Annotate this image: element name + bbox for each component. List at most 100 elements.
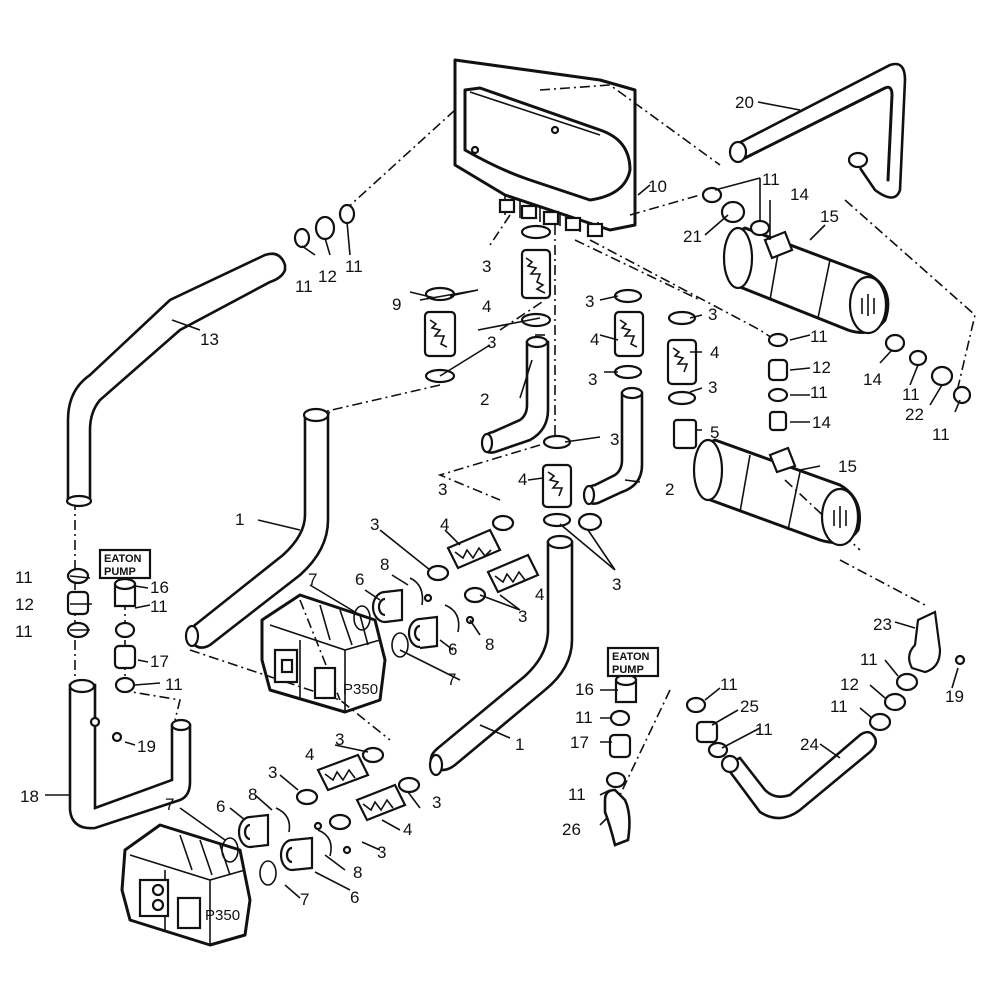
callout-label: 3 (612, 575, 621, 594)
callout-label: 11 (165, 675, 183, 694)
reservoir-tank (453, 58, 637, 238)
callout-label: 8 (353, 863, 362, 882)
callout-label: 11 (575, 708, 593, 727)
hose-2-right (582, 386, 644, 506)
callout-label: 3 (518, 607, 527, 626)
callout-label: 6 (350, 888, 359, 907)
callout-label: 8 (248, 785, 257, 804)
hose-2-left (480, 335, 550, 454)
pump-tag-line2: PUMP (612, 664, 644, 676)
callout-numbers: 1 1 2 2 3 3 3 3 3 3 3 3 3 3 3 3 3 3 3 4 … (15, 93, 964, 909)
callout-label: 25 (740, 697, 759, 716)
callout-label: 16 (575, 680, 594, 699)
callout-label: 14 (790, 185, 809, 204)
callout-label: 1 (235, 510, 244, 529)
callout-label: 3 (482, 257, 491, 276)
pump-fittings (221, 577, 475, 886)
callout-label: 4 (482, 297, 491, 316)
hose-13 (65, 252, 287, 508)
callout-label: 11 (810, 327, 828, 346)
callout-label: 12 (15, 595, 34, 614)
callout-label: 7 (308, 570, 317, 589)
callout-label: 4 (305, 745, 314, 764)
callout-label: 3 (610, 430, 619, 449)
callout-label: 11 (15, 622, 33, 641)
pump-tag-line2: PUMP (104, 566, 136, 578)
callout-label: 15 (820, 207, 839, 226)
callout-label: 26 (562, 820, 581, 839)
leader-lines (45, 101, 961, 899)
filter-elements (295, 224, 698, 831)
callout-label: 7 (447, 670, 456, 689)
callout-label: 11 (345, 257, 363, 276)
callout-label: 4 (590, 330, 599, 349)
callout-label: 15 (838, 457, 857, 476)
callout-label: 12 (840, 675, 859, 694)
callout-label: 24 (800, 735, 819, 754)
callout-label: 2 (665, 480, 674, 499)
callout-label: 7 (165, 795, 174, 814)
callout-label: 11 (150, 597, 168, 616)
callout-label: 3 (370, 515, 379, 534)
hose-1-right (428, 534, 574, 777)
hose-20 (728, 62, 907, 199)
callout-label: 3 (708, 378, 717, 397)
callout-label: 4 (535, 585, 544, 604)
tee-18 (68, 678, 192, 830)
callout-label: 7 (300, 890, 309, 909)
callout-label: 11 (755, 720, 773, 739)
callout-label: 6 (355, 570, 364, 589)
pump-tag-line1: EATON (104, 553, 142, 565)
eaton-pump-tag-right: EATON PUMP (606, 646, 660, 678)
oil-cooler-upper (722, 226, 890, 335)
callout-label: 6 (216, 797, 225, 816)
callout-label: 3 (268, 763, 277, 782)
callout-label: 1 (515, 735, 524, 754)
callout-label: 12 (812, 358, 831, 377)
callout-label: 21 (683, 227, 702, 246)
callout-label: 16 (150, 578, 169, 597)
callout-label: 11 (932, 425, 950, 444)
pump-tag-line1: EATON (612, 651, 650, 663)
callout-label: 11 (860, 650, 878, 669)
callout-label: 18 (20, 787, 39, 806)
callout-label: 11 (568, 785, 586, 804)
callout-label: 3 (487, 333, 496, 352)
callout-label: 10 (648, 177, 667, 196)
callout-label: 20 (735, 93, 754, 112)
callout-label: 6 (448, 640, 457, 659)
callout-label: 17 (570, 733, 589, 752)
callout-label: 3 (335, 730, 344, 749)
callout-label: 22 (905, 405, 924, 424)
hose-24 (720, 730, 878, 820)
callout-label: 3 (588, 370, 597, 389)
callout-label: 11 (810, 383, 828, 402)
hose-1-left (184, 407, 330, 649)
callout-label: 8 (380, 555, 389, 574)
callout-label: 4 (403, 820, 412, 839)
callout-label: 3 (708, 305, 717, 324)
callout-label: 4 (518, 470, 527, 489)
callout-label: 13 (200, 330, 219, 349)
callout-label: 3 (377, 843, 386, 862)
oil-cooler-lower (692, 438, 861, 547)
callout-label: 14 (863, 370, 882, 389)
callout-label: 11 (720, 675, 738, 694)
pump-model-label: P350 (343, 681, 378, 698)
callout-label: 11 (762, 170, 780, 189)
callout-label: 14 (812, 413, 831, 432)
callout-label: 17 (150, 652, 169, 671)
pump-upper (260, 593, 387, 714)
callout-label: 19 (137, 737, 156, 756)
callout-label: 9 (392, 295, 401, 314)
callout-label: 23 (873, 615, 892, 634)
callout-label: 3 (438, 480, 447, 499)
callout-label: 4 (440, 515, 449, 534)
callout-label: 11 (902, 385, 920, 404)
callout-label: 12 (318, 267, 337, 286)
pump-model-label: P350 (205, 907, 240, 924)
callout-label: 19 (945, 687, 964, 706)
callout-label: 3 (432, 793, 441, 812)
pump-lower (120, 823, 252, 947)
